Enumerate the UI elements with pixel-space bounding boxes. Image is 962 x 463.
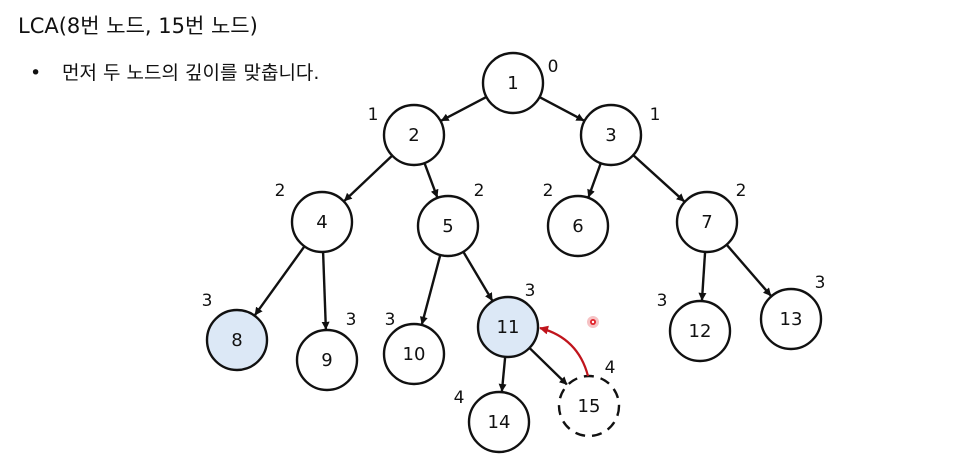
node-label-4: 4 [316,212,327,233]
edge-1-3 [538,96,585,122]
depth-label-1: 0 [548,57,559,77]
bullet-text: 먼저 두 노드의 깊이를 맞춥니다. [62,62,320,84]
edge-5-10 [419,254,442,325]
edge-2-4 [343,154,394,202]
node-label-13: 13 [780,309,803,330]
bullet-marker: • [30,62,42,84]
tree-node-10: 10 [382,322,446,386]
edge-3-6 [587,162,602,198]
depth-label-15: 4 [605,358,616,378]
node-circle-13 [759,287,823,351]
edge-2-5 [423,162,439,198]
tree-node-9: 9 [295,328,359,392]
depth-label-13: 3 [815,273,826,293]
tree-node-4: 4 [290,190,354,254]
depth-label-6: 2 [543,181,554,201]
node-circle-7 [675,190,739,254]
edge-7-12 [698,251,707,301]
node-circle-9 [295,328,359,392]
edge-7-13 [725,243,772,297]
node-circle-3 [579,103,643,167]
depth-label-5: 2 [474,181,485,201]
node-circle-2 [382,103,446,167]
node-label-8: 8 [231,330,242,351]
tree-node-15: 15 [557,374,621,438]
tree-node-13: 13 [759,287,823,351]
node-label-5: 5 [442,216,453,237]
edge-11-14 [498,356,507,392]
node-label-1: 1 [507,73,518,94]
node-label-7: 7 [701,212,712,233]
node-circle-1 [481,51,545,115]
edge-1-2 [440,95,487,122]
node-circle-11 [476,295,540,359]
node-circle-4 [290,190,354,254]
tree-node-14: 14 [467,390,531,454]
edge-3-7 [632,154,685,203]
node-label-3: 3 [605,125,616,146]
tree-node-2: 2 [382,103,446,167]
tree-node-5: 5 [416,194,480,258]
tree-node-8: 8 [205,308,269,372]
depth-label-14: 4 [454,388,465,408]
depth-adjust-arrow [539,325,590,377]
depth-label-8: 3 [202,291,213,311]
depth-label-4: 2 [275,181,286,201]
node-circle-14 [467,390,531,454]
tree-node-7: 7 [675,190,739,254]
slide-title: LCA(8번 노드, 15번 노드) [18,14,258,38]
node-label-15: 15 [578,396,601,417]
node-circle-5 [416,194,480,258]
depth-label-12: 3 [657,291,668,311]
node-label-2: 2 [408,125,419,146]
node-label-14: 14 [488,412,511,433]
depth-label-9: 3 [346,310,357,330]
tree-node-3: 3 [579,103,643,167]
edge-11-15 [528,347,568,386]
tree-node-1: 1 [481,51,545,115]
edge-4-9 [321,251,330,330]
depth-label-10: 3 [385,310,396,330]
depth-label-2: 1 [368,105,379,125]
node-circle-10 [382,322,446,386]
depth-label-7: 2 [736,181,747,201]
node-circle-8 [205,308,269,372]
node-label-6: 6 [572,216,583,237]
node-label-12: 12 [689,321,712,342]
bullet-item: • 먼저 두 노드의 깊이를 맞춥니다. [30,58,319,85]
tree-node-12: 12 [668,299,732,363]
edge-4-8 [254,245,306,316]
node-circle-12 [668,299,732,363]
node-circle-6 [546,194,610,258]
node-label-10: 10 [403,344,426,365]
tree-node-6: 6 [546,194,610,258]
tree-node-11: 11 [476,295,540,359]
node-circle-15 [557,374,621,438]
depth-label-3: 1 [650,105,661,125]
node-label-9: 9 [321,350,332,371]
edge-5-11 [462,251,494,302]
depth-label-11: 3 [525,281,536,301]
node-label-11: 11 [497,317,520,338]
cursor-dot-icon [587,316,599,328]
